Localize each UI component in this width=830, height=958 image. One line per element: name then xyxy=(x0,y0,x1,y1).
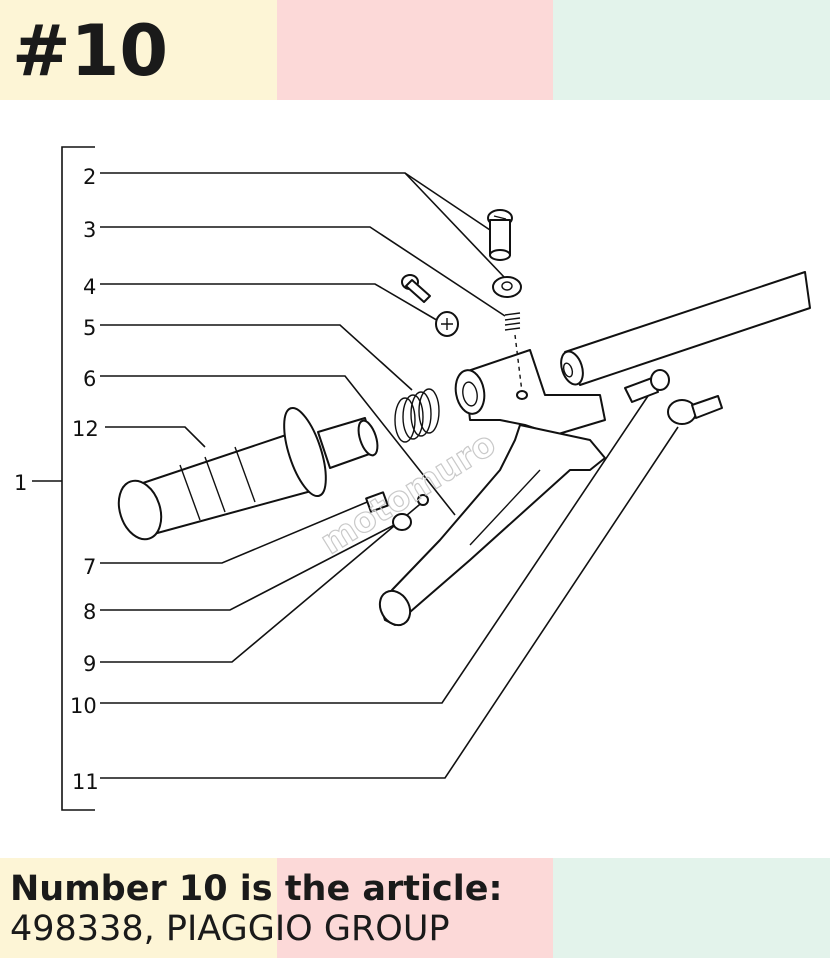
leader-10 xyxy=(100,392,651,704)
clutch-lever xyxy=(378,424,606,627)
leader-11 xyxy=(100,426,679,779)
leader-12 xyxy=(105,426,206,448)
header-band xyxy=(0,0,830,100)
group-bracket xyxy=(61,146,95,811)
header-band-green xyxy=(553,0,830,100)
leader-5 xyxy=(100,324,413,391)
page-title: #10 xyxy=(12,10,169,92)
leader-8 xyxy=(100,521,401,611)
nut-part xyxy=(492,276,522,298)
grip-part xyxy=(117,406,379,541)
label-4: 4 xyxy=(83,275,96,299)
cable-fittings-part xyxy=(365,491,429,531)
label-10: 10 xyxy=(70,694,97,718)
leader-7 xyxy=(100,499,373,564)
label-8: 8 xyxy=(83,600,96,624)
label-1: 1 xyxy=(14,471,27,495)
footer-band-green xyxy=(553,858,830,958)
spring-part xyxy=(394,388,440,443)
label-3: 3 xyxy=(83,218,96,242)
footer-band xyxy=(0,858,830,958)
label-6: 6 xyxy=(83,367,96,391)
label-12: 12 xyxy=(72,417,99,441)
leader-3 xyxy=(100,226,506,317)
assembly-axis xyxy=(514,334,523,393)
label-7: 7 xyxy=(83,555,96,579)
lever-bracket xyxy=(454,349,606,436)
cable-adjuster-part xyxy=(624,369,670,403)
header-band-yellow xyxy=(0,0,277,100)
label-2: 2 xyxy=(83,165,96,189)
label-5: 5 xyxy=(83,316,96,340)
label-11: 11 xyxy=(72,770,99,794)
footer-band-pink xyxy=(277,858,553,958)
small-spring-part xyxy=(504,312,521,331)
adjuster-screw-part xyxy=(667,395,723,425)
article-number: 498338, PIAGGIO GROUP xyxy=(10,909,450,949)
label-9: 9 xyxy=(83,652,96,676)
pivot-bolt-part xyxy=(487,209,513,261)
article-caption: Number 10 is the article: xyxy=(10,869,503,909)
header-band-pink xyxy=(277,0,553,100)
leader-4 xyxy=(100,283,441,323)
handlebar-tube xyxy=(560,271,811,386)
screw-part xyxy=(401,274,459,337)
leader-9 xyxy=(100,499,426,663)
exploded-parts-diagram: motomuro 1 2 3 4 5 6 12 7 8 9 10 11 xyxy=(14,146,811,811)
leader-2b xyxy=(404,172,506,279)
footer-band-yellow xyxy=(0,858,277,958)
leader-6 xyxy=(100,375,456,516)
